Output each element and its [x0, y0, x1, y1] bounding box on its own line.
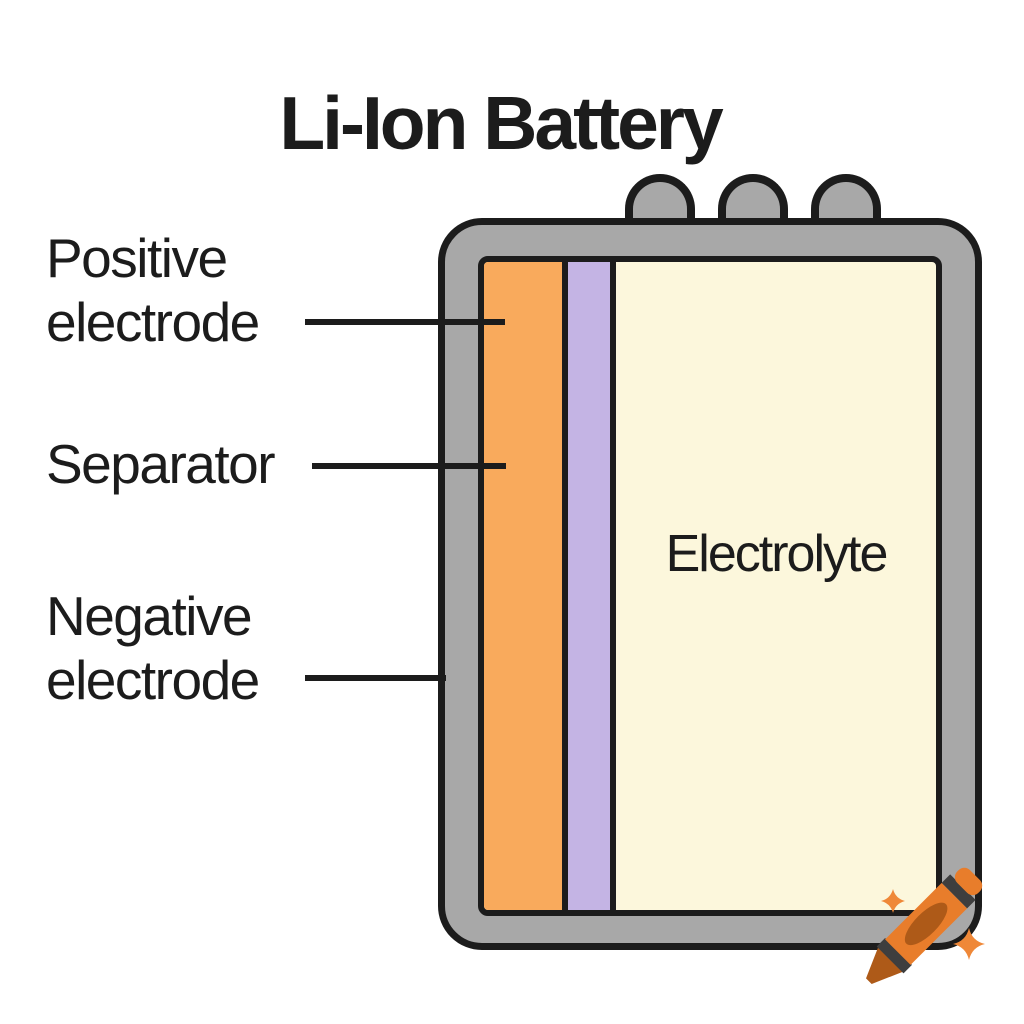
electrolyte-layer: Electrolyte [616, 262, 936, 910]
label-separator: Separator [46, 433, 276, 495]
battery-terminal [625, 174, 695, 226]
battery-terminal [811, 174, 881, 226]
crayon-icon [866, 867, 985, 984]
label-positive-electrode: Positive electrode [46, 227, 260, 353]
electrolyte-label: Electrolyte [665, 524, 889, 583]
leader-line-separator [312, 463, 506, 469]
leader-line-positive [305, 319, 505, 325]
page-title: Li-Ion Battery [279, 81, 723, 166]
label-negative-electrode: Negative electrode [46, 585, 260, 711]
leader-line-negative [305, 675, 446, 681]
battery-terminal [718, 174, 788, 226]
sparkle-icon [953, 928, 985, 960]
battery-inner-window: Electrolyte [478, 256, 942, 916]
sparkle-icon [881, 889, 905, 913]
separator-layer [568, 262, 616, 910]
positive-electrode-layer [484, 262, 568, 910]
